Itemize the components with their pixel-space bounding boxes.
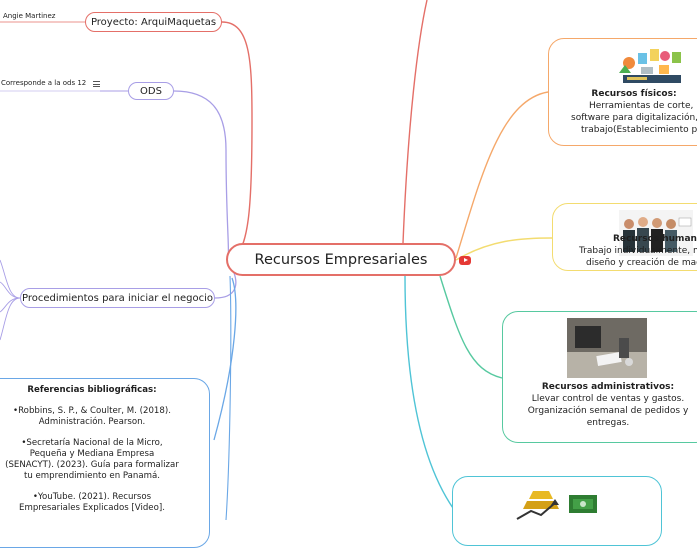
recursos-humanos-card[interactable]: Recursos humanos: Trabajo individualment… (552, 203, 697, 271)
humanos-line-1: Trabajo individualmente, m (579, 246, 697, 256)
proyecto-node[interactable]: Proyecto: ArquiMaquetas (85, 12, 222, 32)
central-title: Recursos Empresariales (254, 251, 428, 268)
connector-lines (0, 0, 553, 520)
recursos-administrativos-card[interactable]: Recursos administrativos: Llevar control… (502, 311, 697, 443)
referencias-card[interactable]: Referencias bibliográficas: •Robbins, S.… (0, 378, 210, 548)
hamburger-icon[interactable] (93, 81, 100, 87)
recursos-fisicos-card[interactable]: Recursos físicos: Herramientas de corte,… (548, 38, 697, 146)
ods-label: ODS (140, 85, 162, 97)
ods-child-text: Corresponde a la ods 12 (1, 79, 87, 87)
proyecto-child-text: Angie Martinez (3, 12, 56, 20)
referencia-item-3: •YouTube. (2021). Recursos Empresariales… (19, 492, 165, 513)
fisicos-illustration (619, 49, 681, 83)
humanos-title: Recursos humanos: (613, 234, 697, 244)
financieros-illustration (516, 491, 597, 520)
fisicos-line-2: software para digitalización, (571, 113, 697, 123)
administrativos-line-3: entregas. (586, 418, 630, 428)
referencia-item-1: •Robbins, S. P., & Coulter, M. (2018). A… (13, 406, 171, 427)
procedimientos-node[interactable]: Procedimientos para iniciar el negocio (20, 288, 215, 308)
ods-node[interactable]: ODS (128, 82, 174, 100)
procedimientos-label: Procedimientos para iniciar el negocio (21, 292, 214, 304)
referencias-title: Referencias bibliográficas: (27, 385, 157, 395)
fisicos-line-1: Herramientas de corte, lap (589, 101, 697, 111)
fisicos-title: Recursos físicos: (591, 89, 677, 99)
humanos-line-2: diseño y creación de maq (586, 258, 697, 268)
fisicos-line-3: trabajo(Establecimiento pr (581, 125, 697, 135)
administrativos-illustration (567, 318, 647, 378)
humanos-illustration (619, 210, 693, 256)
referencia-item-2: •Secretaría Nacional de la Micro, Pequeñ… (5, 438, 179, 481)
youtube-icon[interactable] (459, 256, 471, 265)
proyecto-label: Proyecto: ArquiMaquetas (90, 16, 217, 28)
administrativos-line-1: Llevar control de ventas y gastos. (531, 394, 685, 404)
central-topic[interactable]: Recursos Empresariales (226, 243, 456, 276)
administrativos-title: Recursos administrativos: (541, 382, 675, 392)
administrativos-line-2: Organización semanal de pedidos y (527, 406, 689, 416)
recursos-financieros-card[interactable] (452, 476, 662, 546)
